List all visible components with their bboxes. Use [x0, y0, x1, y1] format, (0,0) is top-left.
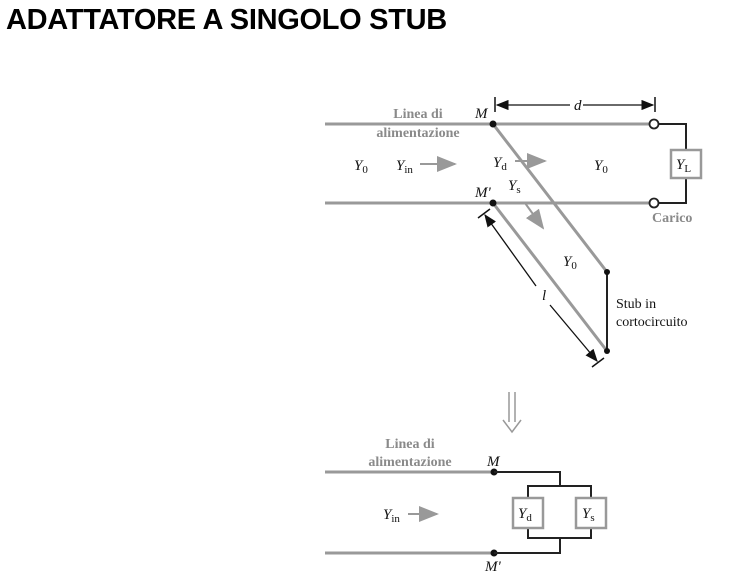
bottom-node-M: M	[486, 454, 501, 470]
bottom-equivalent-circuit	[325, 468, 608, 557]
Yin-label: Yin	[396, 158, 413, 176]
stub-conductor-1	[491, 123, 609, 273]
bottom-Ys: Ys	[582, 506, 595, 524]
load-terminal-top	[648, 118, 660, 130]
ys-arrow	[524, 202, 545, 230]
bottom-feed-label-2: alimentazione	[368, 455, 451, 470]
stub-label-2: cortocircuito	[616, 315, 688, 330]
Y0-stub: Y0	[563, 254, 577, 272]
distance-d: d	[574, 98, 582, 114]
bottom-Yd: Yd	[518, 506, 532, 524]
load-terminal-bottom	[648, 197, 660, 209]
bottom-feed-label-1: Linea di	[385, 437, 435, 452]
stub-conductor-2	[491, 202, 609, 352]
Y0-left: Y0	[354, 158, 368, 176]
node-M: M	[474, 106, 489, 122]
Yd-label: Yd	[493, 155, 507, 173]
feed-line-label-1: Linea di	[393, 107, 443, 122]
Yd-box	[511, 496, 545, 530]
l-arrow-up	[484, 213, 537, 287]
Ys-box	[574, 496, 608, 530]
load-label: Carico	[652, 211, 692, 226]
bottom-Yin: Yin	[383, 507, 400, 525]
stub-label-1: Stub in	[616, 297, 656, 312]
YL-label: YL	[676, 157, 691, 175]
bottom-node-M-prime: M'	[484, 559, 501, 575]
feed-line-label-2: alimentazione	[376, 126, 459, 141]
load-YL-box	[669, 148, 703, 180]
l-arrow-down	[549, 304, 598, 362]
node-M-prime: M'	[474, 185, 491, 201]
Ys-label: Ys	[508, 178, 521, 196]
Y0-right: Y0	[594, 158, 608, 176]
length-l: l	[542, 288, 546, 304]
double-down-arrow-icon	[502, 392, 522, 434]
top-circuit	[325, 97, 703, 368]
page-title: ADATTATORE A SINGOLO STUB	[6, 4, 447, 36]
